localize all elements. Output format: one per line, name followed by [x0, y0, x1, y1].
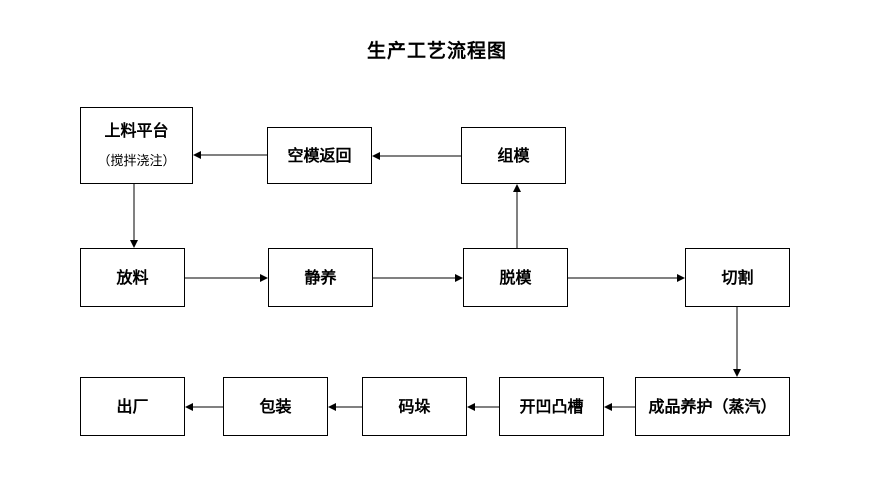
- node-assemble-mold: 组模: [461, 127, 566, 184]
- node-product-curing-label: 成品养护（蒸汽）: [648, 396, 777, 416]
- node-empty-mold-return-label: 空模返回: [287, 145, 352, 165]
- node-static-curing-label: 静养: [304, 267, 337, 287]
- node-demold: 脱模: [463, 248, 568, 307]
- node-product-curing: 成品养护（蒸汽）: [635, 377, 790, 436]
- node-discharge-label: 放料: [116, 267, 149, 287]
- node-assemble-mold-label: 组模: [497, 145, 530, 165]
- node-leave-factory: 出厂: [80, 377, 185, 436]
- node-loading-platform: 上料平台 （搅拌浇注）: [80, 107, 193, 184]
- node-groove-label: 开凹凸槽: [519, 396, 584, 416]
- node-loading-platform-sub: （搅拌浇注）: [97, 153, 176, 169]
- node-discharge: 放料: [80, 248, 185, 307]
- node-cutting: 切割: [685, 248, 790, 307]
- node-stacking-label: 码垛: [398, 396, 431, 416]
- node-loading-platform-label: 上料平台: [104, 121, 169, 141]
- diagram-title: 生产工艺流程图: [366, 40, 507, 62]
- node-empty-mold-return: 空模返回: [267, 127, 372, 184]
- node-cutting-label: 切割: [721, 267, 754, 287]
- node-packaging: 包装: [223, 377, 328, 436]
- node-packaging-label: 包装: [259, 396, 292, 416]
- node-demold-label: 脱模: [499, 267, 532, 287]
- node-groove: 开凹凸槽: [499, 377, 604, 436]
- node-leave-factory-label: 出厂: [116, 396, 149, 416]
- node-static-curing: 静养: [268, 248, 373, 307]
- node-stacking: 码垛: [362, 377, 467, 436]
